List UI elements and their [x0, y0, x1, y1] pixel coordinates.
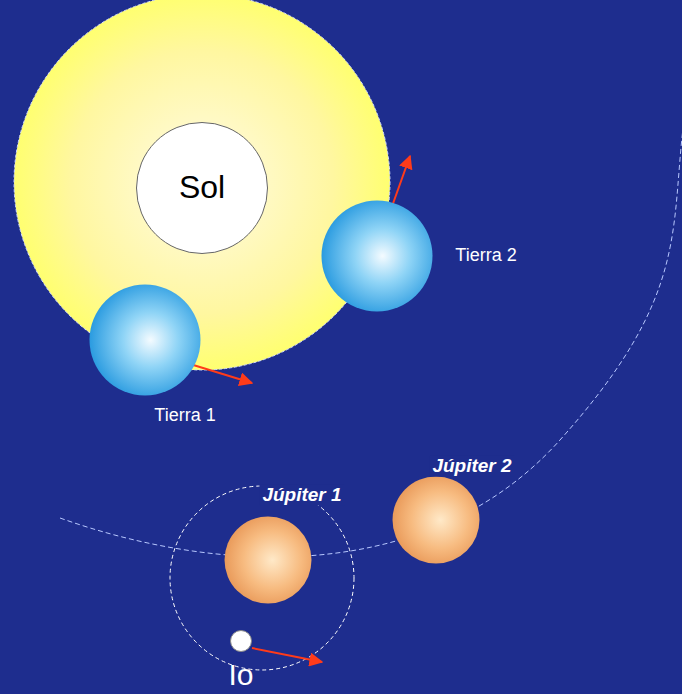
jupiter-planet: Júpiter 2 — [392, 476, 480, 564]
planet-outline — [230, 630, 252, 652]
jupiter-orbit — [60, 120, 682, 557]
body-label: Io — [228, 657, 253, 690]
jupiter-planet: Júpiter 1 — [224, 516, 312, 604]
planet-disc — [225, 517, 312, 604]
planet-disc — [137, 123, 268, 254]
io-moon: Io — [230, 630, 252, 652]
planet-disc — [231, 631, 252, 652]
sun-body: Sol — [136, 122, 268, 254]
body-label: Tierra 2 — [455, 246, 516, 266]
planet-disc — [90, 285, 201, 396]
body-label: Sol — [179, 170, 225, 205]
earth1-velocity — [190, 364, 252, 383]
body-label: Tierra 1 — [154, 406, 215, 426]
io-orbit — [170, 486, 354, 670]
earth-planet: Tierra 1 — [89, 284, 201, 396]
body-label: Júpiter 1 — [259, 485, 344, 506]
io-velocity — [252, 648, 322, 662]
planet-disc — [393, 477, 480, 564]
body-label: Júpiter 2 — [429, 456, 514, 477]
sun-glow — [14, 0, 390, 370]
planet-outline — [321, 200, 433, 312]
planet-outline — [89, 284, 201, 396]
planet-outline — [392, 476, 480, 564]
earth-planet: Tierra 2 — [321, 200, 433, 312]
planet-disc — [322, 201, 433, 312]
planet-outline — [224, 516, 312, 604]
